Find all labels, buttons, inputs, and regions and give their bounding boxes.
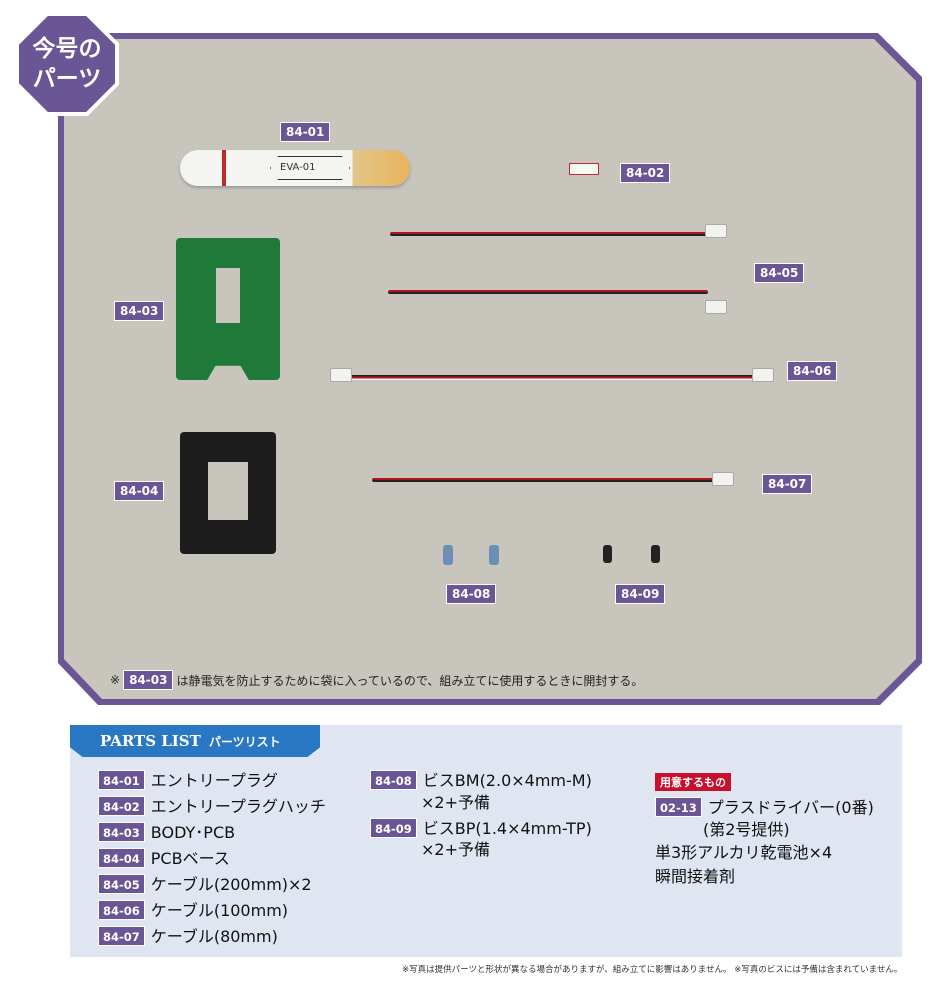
list-item: 84-01 エントリープラグ [98, 770, 326, 792]
list-item: 84-06 ケーブル(100mm) [98, 900, 326, 922]
part-code: 84-02 [98, 796, 145, 816]
badge-line1: 今号の [32, 35, 102, 62]
label-84-02: 84-02 [620, 163, 671, 183]
list-item: 84-03 BODY･PCB [98, 822, 326, 844]
screw-bm [443, 545, 453, 565]
list-item: 84-02 エントリープラグハッチ [98, 796, 326, 818]
part-note: (第2号提供) [703, 819, 790, 839]
label-84-01: 84-01 [280, 122, 331, 142]
part-code: 84-05 [98, 874, 145, 894]
part-name: エントリープラグ [150, 771, 278, 790]
issue-parts-badge: 今号の パーツ [19, 16, 115, 112]
entry-plug: EVA-01 [180, 150, 410, 186]
label-84-03: 84-03 [114, 301, 165, 321]
parts-list-panel [70, 725, 902, 957]
cable-80 [372, 478, 722, 482]
part-name: エントリープラグハッチ [150, 797, 326, 816]
pcb [176, 238, 280, 380]
part-name: ケーブル(100mm) [150, 901, 289, 920]
part-name: ケーブル(200mm)×2 [150, 875, 312, 894]
screw-bp [603, 545, 612, 563]
photo-note: ※ 84-03 は静電気を防止するために袋に入っているので、組み立てに使用すると… [110, 670, 643, 690]
prepare-col: 用意するもの 02-13 プラスドライバー(0番) (第2号提供) 単3形アルカリ… [655, 771, 874, 892]
part-qty: ×2+予備 [421, 840, 490, 859]
part-name: ビスBP(1.4×4mm-TP) [422, 818, 592, 838]
connector [330, 368, 352, 382]
part-qty: ×2+予備 [421, 792, 490, 812]
part-name: BODY･PCB [150, 823, 236, 842]
label-84-04: 84-04 [114, 481, 165, 501]
connector [712, 472, 734, 486]
prepare-item: 瞬間接着剤 [655, 866, 736, 886]
connector [705, 300, 727, 314]
pcb-base [180, 432, 276, 554]
connector [752, 368, 774, 382]
part-code: 84-08 [370, 770, 417, 790]
part-code: 84-07 [98, 926, 145, 946]
note-code: 84-03 [123, 670, 174, 690]
parts-col-1: 84-01 エントリープラグ 84-02 エントリープラグハッチ 84-03 BODY… [98, 770, 326, 952]
list-item: 84-04 PCBベース [98, 848, 326, 870]
note-mark: ※ [110, 673, 121, 687]
list-item: 84-05 ケーブル(200mm)×2 [98, 874, 326, 896]
footer-note: ※写真は提供パーツと形状が異なる場合がありますが、組み立てに影響はありません。 … [402, 965, 903, 975]
screw-bp [651, 545, 660, 563]
parts-list-header: PARTS LIST パーツリスト [70, 725, 320, 757]
part-code: 84-03 [98, 822, 145, 842]
part-code: 02-13 [655, 797, 702, 817]
plug-hatch [569, 163, 599, 175]
prepare-badge: 用意するもの [655, 773, 731, 791]
part-code: 84-01 [98, 770, 145, 790]
list-item: 84-07 ケーブル(80mm) [98, 926, 326, 948]
list-item: 84-08 ビスBM(2.0×4mm-M) [370, 770, 592, 792]
part-code: 84-09 [370, 817, 417, 838]
part-name: PCBベース [150, 849, 230, 868]
parts-list-title-jp: パーツリスト [208, 734, 281, 749]
part-name: ケーブル(80mm) [150, 927, 278, 946]
label-84-06: 84-06 [787, 361, 838, 381]
note-text: は静電気を防止するために袋に入っているので、組み立てに使用するときに開封する。 [176, 673, 644, 688]
parts-list-title: PARTS LIST [100, 732, 201, 750]
list-item: 02-13 プラスドライバー(0番) [655, 797, 874, 819]
label-84-07: 84-07 [762, 474, 813, 494]
part-name: プラスドライバー(0番) [707, 798, 874, 817]
screw-bm [489, 545, 499, 565]
cable-200b [388, 290, 708, 294]
label-84-08: 84-08 [446, 584, 497, 604]
prepare-item: 単3形アルカリ乾電池×4 [655, 843, 833, 862]
connector [705, 224, 727, 238]
label-84-05: 84-05 [754, 263, 805, 283]
part-code: 84-04 [98, 848, 145, 868]
label-84-09: 84-09 [615, 584, 666, 604]
cable-100 [350, 375, 770, 380]
part-code: 84-06 [98, 900, 145, 920]
cable-200a [390, 232, 710, 236]
badge-line2: パーツ [32, 65, 102, 92]
plug-marking: EVA-01 [280, 162, 316, 173]
part-name: ビスBM(2.0×4mm-M) [422, 771, 592, 790]
